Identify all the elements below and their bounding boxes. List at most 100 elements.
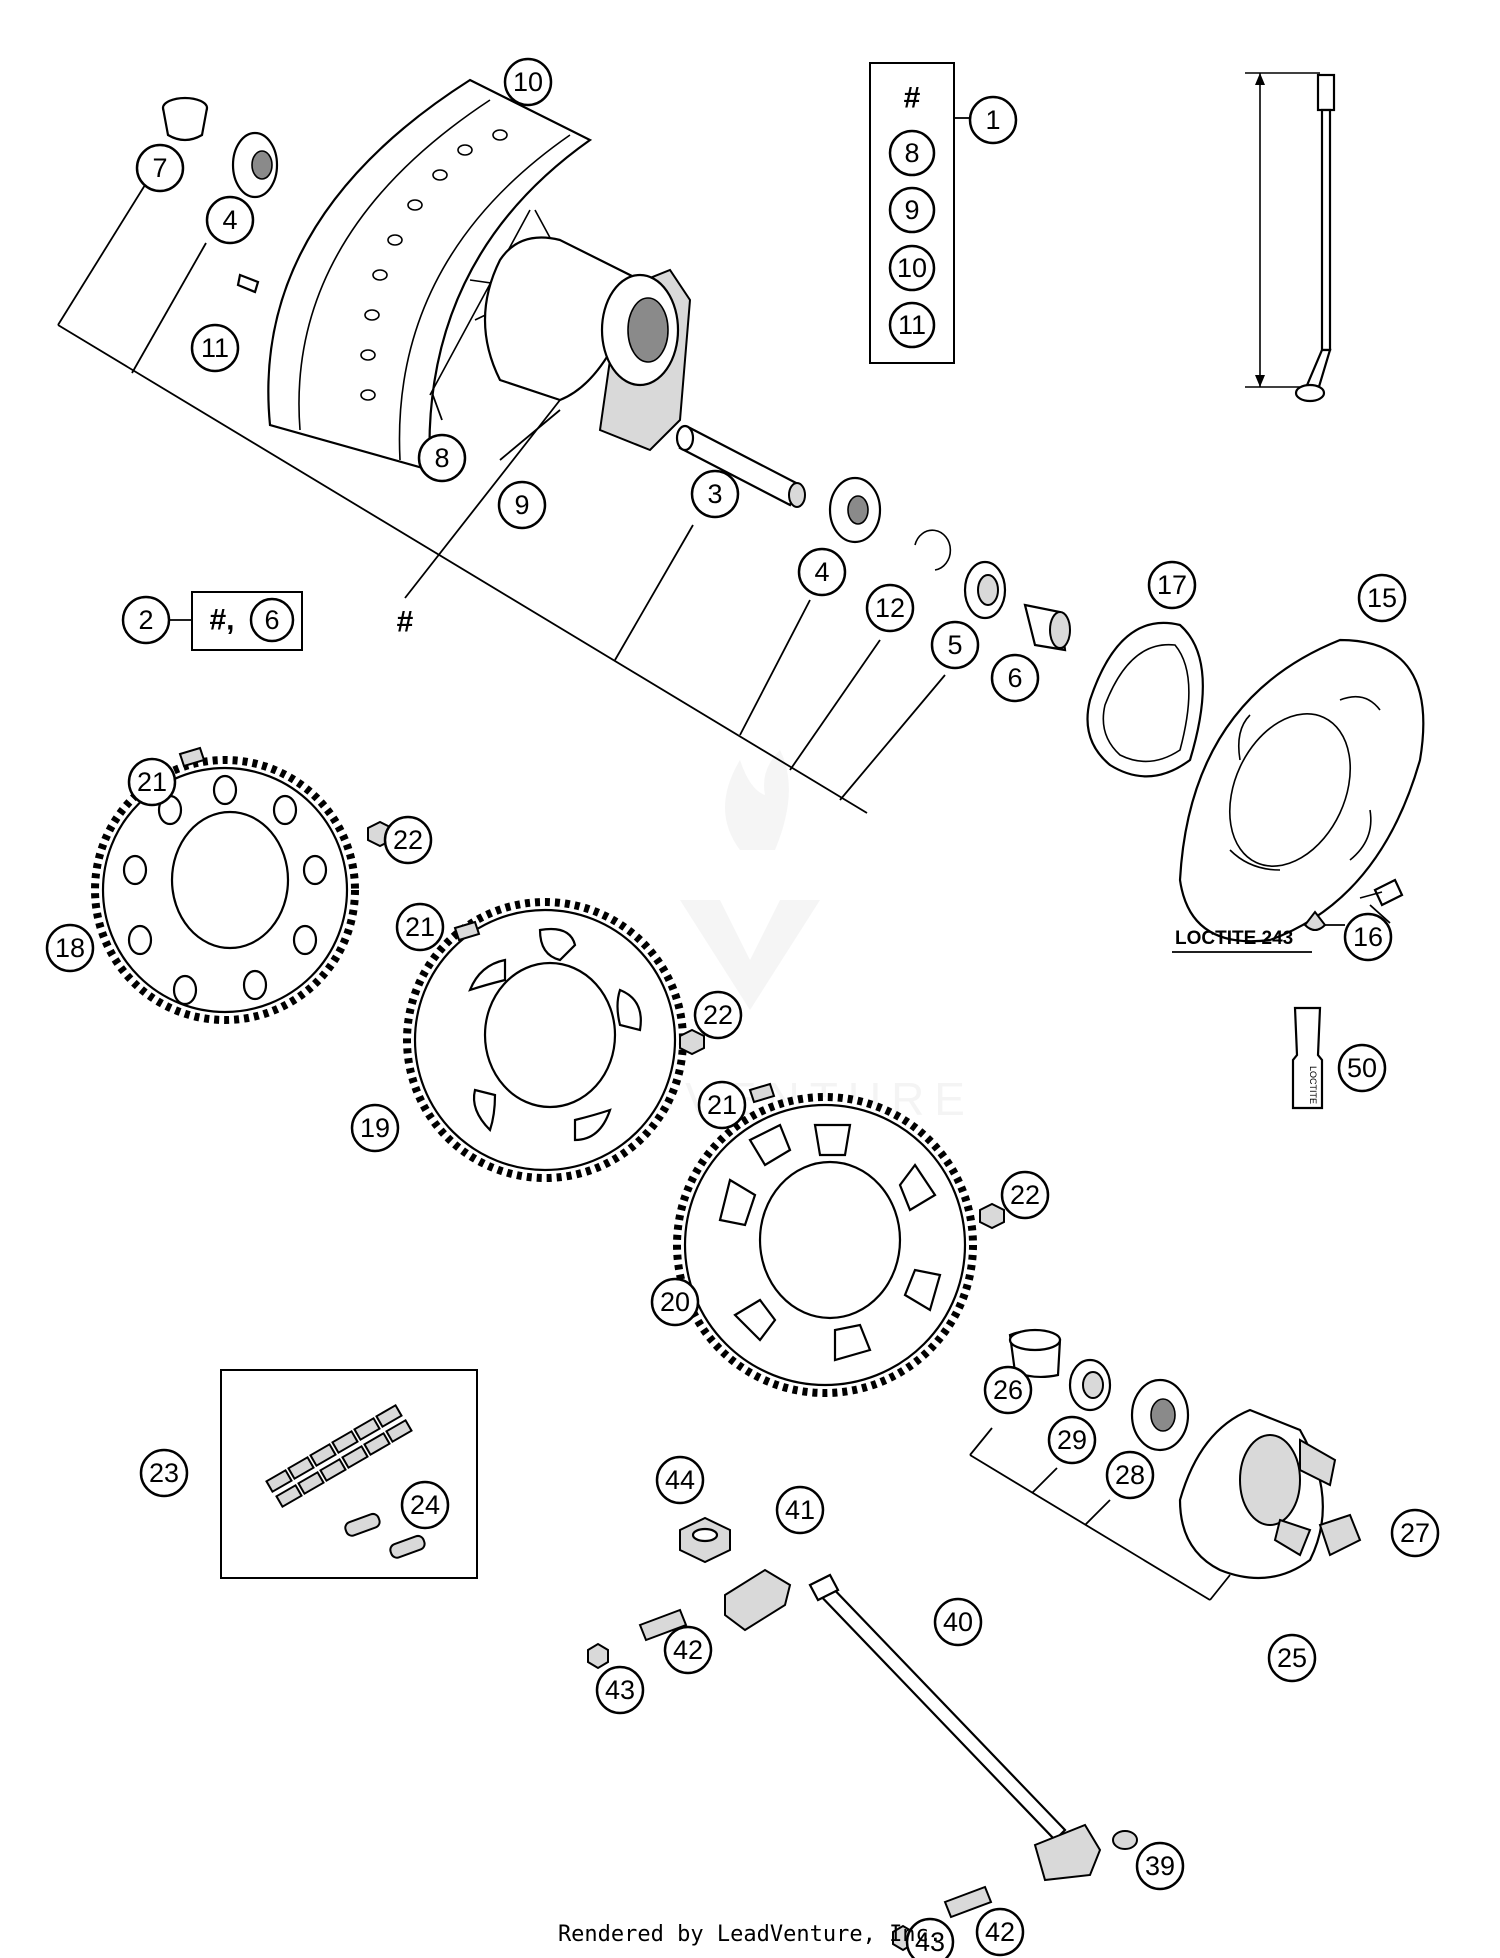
tensioner-41 (724, 1568, 792, 1632)
callout-17: 17 (1147, 560, 1197, 610)
svg-text:8: 8 (434, 443, 449, 473)
callout-1: 1 (968, 95, 1018, 145)
svg-text:1: 1 (985, 105, 1000, 135)
footer-credit: Rendered by LeadVenture, Inc. (557, 1922, 943, 1947)
wheel-rim (267, 78, 593, 472)
callout-29: 29 (1047, 1415, 1097, 1465)
hub (483, 236, 692, 452)
svg-text:40: 40 (943, 1607, 973, 1637)
svg-text:16: 16 (1353, 922, 1383, 952)
svg-text:23: 23 (149, 1458, 179, 1488)
nut-44 (679, 1516, 731, 1564)
svg-text:24: 24 (410, 1490, 440, 1520)
kit-box-2-item: 6 (249, 597, 295, 643)
svg-text:9: 9 (904, 195, 919, 225)
svg-text:10: 10 (897, 253, 927, 283)
spacer-7 (161, 96, 209, 142)
svg-text:27: 27 (1400, 1518, 1430, 1548)
svg-text:28: 28 (1115, 1460, 1145, 1490)
loctite-243-label: LOCTITE 243 (1172, 928, 1312, 953)
callout-20: 20 (650, 1277, 700, 1327)
svg-text:25: 25 (1277, 1643, 1307, 1673)
svg-text:44: 44 (665, 1465, 695, 1495)
svg-text:11: 11 (201, 333, 229, 363)
callout-23: 23 (139, 1448, 189, 1498)
brake-disc-15 (1178, 638, 1425, 943)
callout-15: 15 (1357, 573, 1407, 623)
chain-23 (265, 1403, 413, 1509)
damper-27 (1318, 1513, 1362, 1557)
callout-11: 11 (190, 323, 240, 373)
hub-mark: # (397, 606, 414, 639)
svg-text:LOCTITE 243: LOCTITE 243 (1175, 928, 1293, 949)
callout-41: 41 (775, 1485, 825, 1535)
callout-50: 50 (1337, 1043, 1387, 1093)
callout-28: 28 (1105, 1450, 1155, 1500)
svg-text:19: 19 (360, 1113, 390, 1143)
callout-21: 21 (127, 757, 177, 807)
sprocket-19 (403, 898, 687, 1182)
callout-19: 19 (350, 1103, 400, 1153)
nipple-11 (236, 273, 260, 294)
callout-18: 18 (45, 923, 95, 973)
callout-4: 4 (797, 547, 847, 597)
svg-text:6: 6 (264, 605, 279, 635)
callout-24: 24 (400, 1480, 450, 1530)
callout-26: 26 (983, 1365, 1033, 1415)
sleeve-3 (675, 424, 806, 508)
kit-box-1-item: 10 (888, 244, 936, 292)
svg-text:21: 21 (137, 767, 167, 797)
leader-lines (57, 117, 1391, 1601)
svg-text:12: 12 (875, 593, 905, 623)
svg-text:21: 21 (405, 912, 435, 942)
callout-25: 25 (1267, 1633, 1317, 1683)
spoke-length-reference (1245, 72, 1336, 403)
svg-text:8: 8 (904, 138, 919, 168)
callout-40: 40 (933, 1597, 983, 1647)
svg-text:43: 43 (605, 1675, 635, 1705)
loctite-tube-label: LOCTITE (1308, 1066, 1318, 1104)
svg-text:22: 22 (393, 825, 423, 855)
adjuster-screw-42-lower (943, 1885, 993, 1919)
callout-43: 43 (905, 1917, 955, 1958)
svg-text:42: 42 (673, 1635, 703, 1665)
sprocket-carrier-25 (1178, 1408, 1337, 1580)
svg-text:3: 3 (707, 479, 722, 509)
svg-text:15: 15 (1367, 583, 1397, 613)
callout-22: 22 (693, 990, 743, 1040)
chain-box (220, 1369, 478, 1579)
bearing-28 (1130, 1378, 1190, 1452)
svg-text:26: 26 (993, 1375, 1023, 1405)
gasket-17 (1086, 621, 1204, 778)
kit-box-2: #, 6 (168, 591, 303, 651)
callout-7: 7 (135, 143, 185, 193)
sprocket-18 (91, 756, 359, 1024)
callout-43: 43 (595, 1665, 645, 1715)
spacer-6 (1023, 603, 1071, 652)
svg-text:4: 4 (222, 205, 237, 235)
svg-text:11: 11 (898, 310, 926, 340)
svg-text:5: 5 (947, 630, 962, 660)
svg-text:6: 6 (1007, 663, 1022, 693)
seal-5 (963, 560, 1007, 620)
callout-3: 3 (690, 469, 740, 519)
nut-43-upper (587, 1642, 609, 1670)
svg-text:4: 4 (814, 557, 829, 587)
sprocket-bolts (178, 746, 1005, 1230)
svg-text:29: 29 (1057, 1425, 1087, 1455)
callout-42: 42 (663, 1625, 713, 1675)
callout-5: 5 (930, 620, 980, 670)
seal-29 (1068, 1358, 1112, 1412)
callout-27: 27 (1390, 1508, 1440, 1558)
callout-6: 6 (990, 653, 1040, 703)
svg-text:22: 22 (703, 1000, 733, 1030)
bearing-4-right (828, 476, 882, 544)
svg-text:22: 22 (1010, 1180, 1040, 1210)
kit-box-1-item: 9 (888, 186, 936, 234)
sprocket-20 (673, 1093, 977, 1397)
callout-21: 21 (697, 1080, 747, 1130)
callout-44: 44 (655, 1455, 705, 1505)
callout-21: 21 (395, 902, 445, 952)
circlip-12 (914, 529, 952, 571)
kit-box-2-symbol: #, (209, 604, 234, 637)
